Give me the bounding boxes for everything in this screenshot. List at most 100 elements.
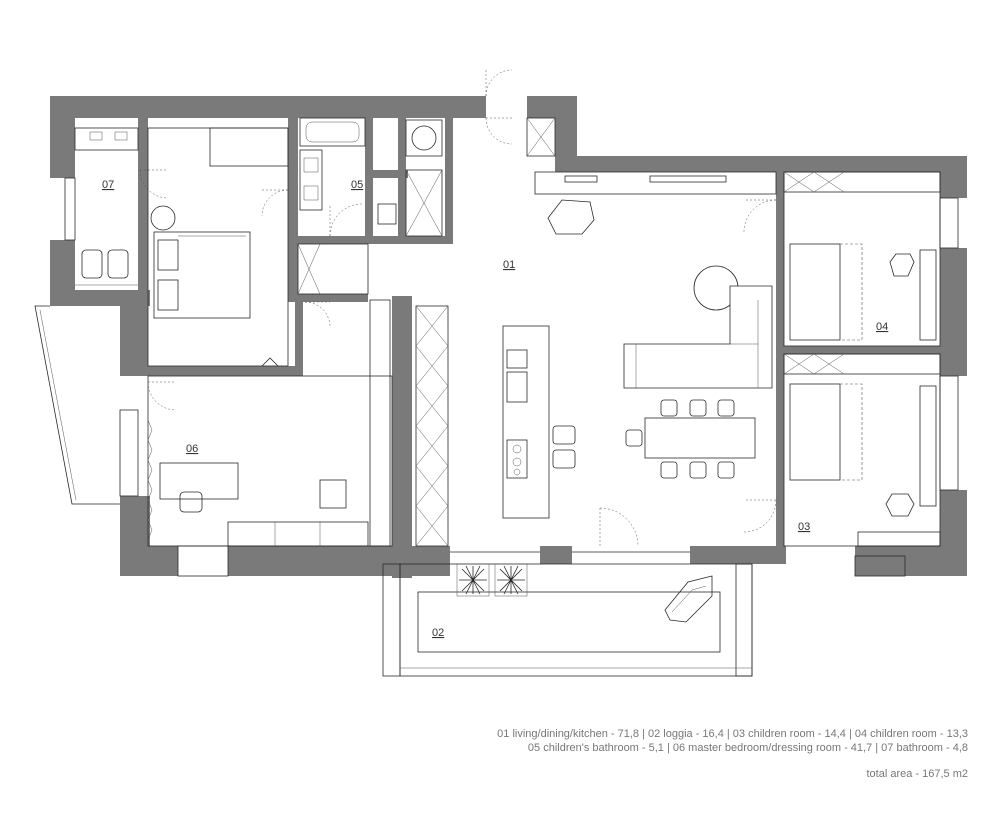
children-room-04 <box>783 171 941 347</box>
wall-07-right <box>138 118 148 290</box>
wall-bottom-left2 <box>120 546 178 576</box>
wall-bottom-right1 <box>690 546 786 564</box>
loggia-left-wall <box>382 563 401 677</box>
loggia-planter <box>417 591 721 653</box>
wardrobe-strip <box>369 299 391 547</box>
window-06-left <box>119 409 139 497</box>
desk-03-icon <box>919 385 937 507</box>
washer-icon <box>405 119 443 157</box>
wall-left-upper <box>50 96 75 178</box>
room-label-07: 07 <box>102 179 114 191</box>
chair-icon <box>717 399 735 417</box>
chair-icon <box>717 461 735 479</box>
wall-shaft-left <box>398 118 406 244</box>
windows <box>64 177 959 577</box>
chair-icon <box>660 399 678 417</box>
loggia-right-wall <box>735 563 753 677</box>
wall-top-left <box>50 96 450 118</box>
corridor <box>297 243 369 295</box>
closet-icon <box>526 117 556 157</box>
room-label-05: 05 <box>351 179 363 191</box>
toilet-icon <box>377 203 397 225</box>
room-label-03: 03 <box>798 521 810 533</box>
wall-bottom-center <box>228 546 450 576</box>
desk-chair-icon <box>885 493 915 517</box>
vanity-icon <box>74 127 139 151</box>
wall-top-right <box>555 156 967 172</box>
bathroom-05 <box>299 117 443 237</box>
loggia-outline <box>399 563 753 677</box>
wall-entry-right <box>555 96 577 156</box>
area-legend: 01 living/dining/kitchen - 71,8 | 02 log… <box>497 727 968 781</box>
chair-icon <box>660 461 678 479</box>
cooktop-icon <box>506 439 528 479</box>
curtain <box>147 419 153 541</box>
bed-icon <box>153 231 251 319</box>
sink-icon <box>299 149 323 211</box>
loggia <box>382 563 753 677</box>
bed-04-icon <box>789 243 841 341</box>
balcony-left-rail <box>39 309 77 501</box>
storage-column <box>415 305 449 547</box>
balcony-left <box>34 305 120 505</box>
desk-icon <box>159 462 239 500</box>
kitchen-island-icon <box>502 325 550 519</box>
wall-top-center <box>450 96 486 118</box>
room-label-04: 04 <box>876 321 888 333</box>
ottoman-icon <box>319 479 347 509</box>
plant-icon <box>456 563 490 597</box>
total-area: total area - 167,5 m2 <box>866 768 968 780</box>
chair-icon <box>689 399 707 417</box>
living-01 <box>415 69 777 547</box>
shelf-04 <box>783 171 941 193</box>
wall-bedroom-bottom <box>138 366 303 376</box>
room-label-02: 02 <box>432 627 444 639</box>
wall-shaft-bottom <box>373 170 408 178</box>
dining-table-icon <box>644 417 756 459</box>
entry-door[interactable] <box>485 69 513 97</box>
master-bedroom <box>147 127 289 367</box>
chair-icon <box>625 429 643 447</box>
shelving-top <box>534 171 777 195</box>
wall-05-right <box>365 118 373 244</box>
window-07 <box>64 177 76 241</box>
window-03 <box>939 375 959 491</box>
wall-central <box>392 296 412 578</box>
wall-bedroom-left <box>120 290 148 376</box>
wall-right-upper <box>940 156 967 198</box>
desk-04-icon <box>919 249 937 341</box>
bed-03-icon <box>789 383 841 481</box>
room-label-06: 06 <box>186 443 198 455</box>
window-03-bottom <box>854 555 906 577</box>
window-06-bottom <box>177 545 229 577</box>
wall-05-left <box>288 118 298 294</box>
sink-icon <box>506 371 528 403</box>
room-label-01: 01 <box>503 259 515 271</box>
storage-icon <box>405 169 443 237</box>
wall-shaft-right <box>445 118 453 244</box>
wall-bottom-pillar <box>540 546 572 564</box>
lounge-chair-icon <box>664 575 713 623</box>
shelf-03 <box>783 353 941 375</box>
bathroom-07 <box>74 127 169 286</box>
legend-line-2: 05 children's bathroom - 5,1 | 06 master… <box>527 742 968 754</box>
walls <box>50 96 967 578</box>
wall-children-divider <box>784 346 940 354</box>
wall-bottom-right3 <box>905 546 967 576</box>
stool-icon <box>552 425 576 445</box>
bathtub-icon <box>299 117 366 147</box>
chair-icon <box>179 491 203 513</box>
legend-line-1: 01 living/dining/kitchen - 71,8 | 02 log… <box>497 728 968 740</box>
dressing-outline <box>147 375 393 547</box>
wall-children-bottom-left <box>776 502 784 546</box>
armchair-icon <box>547 199 595 235</box>
radiator-icon <box>857 531 941 547</box>
wall-children-left <box>776 172 784 502</box>
lamp-icon <box>150 205 176 231</box>
chair-icon <box>689 461 707 479</box>
children-room-03 <box>783 353 941 547</box>
bidet-icon <box>107 249 129 279</box>
wall-corridor-left <box>295 294 303 374</box>
